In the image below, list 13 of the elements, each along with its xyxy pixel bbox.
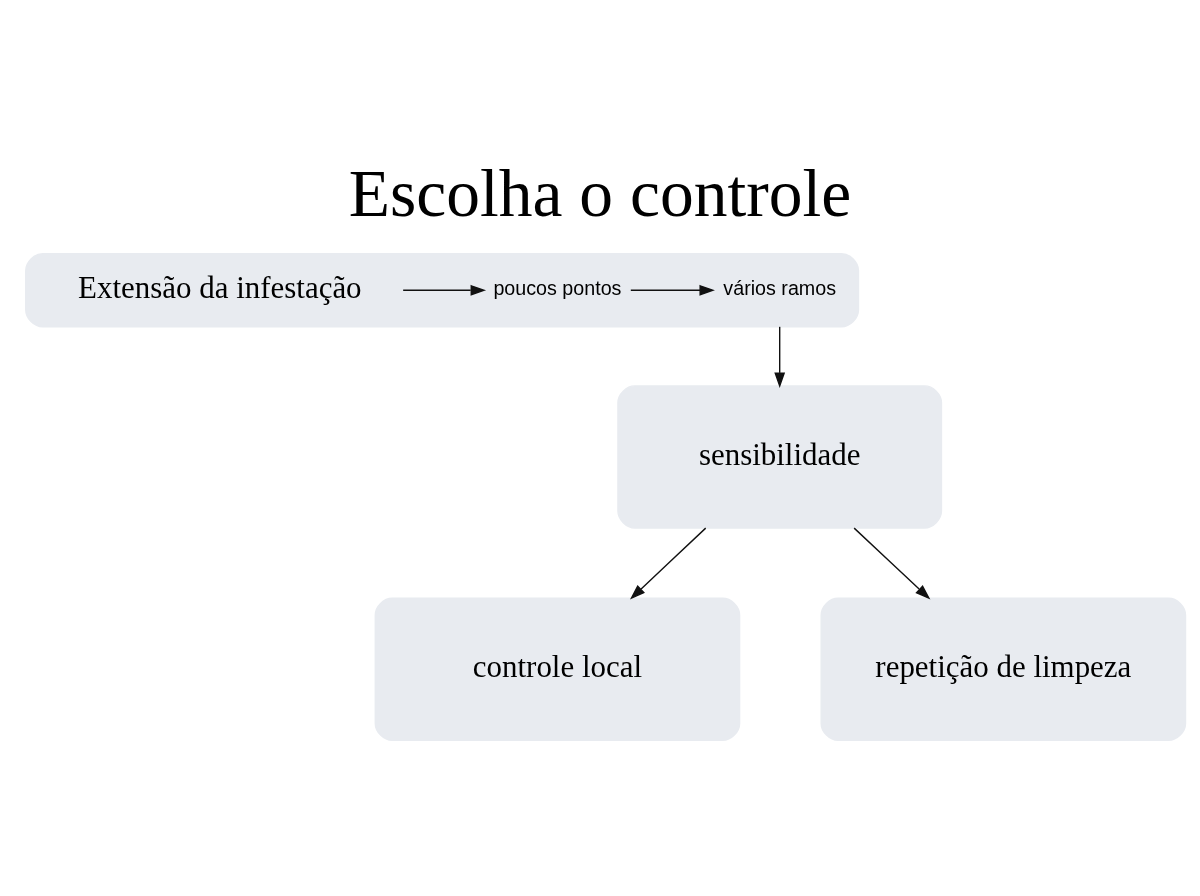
node-text: Extensão da infestação	[78, 269, 362, 305]
arrow	[774, 325, 786, 388]
arrow	[630, 284, 715, 296]
node-box: sensibilidade	[617, 384, 943, 529]
cluster	[25, 252, 860, 328]
arrow	[853, 526, 931, 600]
node-text: poucos pontos	[493, 276, 622, 299]
diagram-title: Escolha o controle	[348, 155, 852, 231]
arrow	[629, 526, 707, 600]
arrow	[402, 284, 487, 296]
node-text: vários ramos	[723, 276, 837, 299]
node-box: repetição de limpeza	[820, 597, 1187, 741]
node-box: controle local	[374, 597, 741, 741]
